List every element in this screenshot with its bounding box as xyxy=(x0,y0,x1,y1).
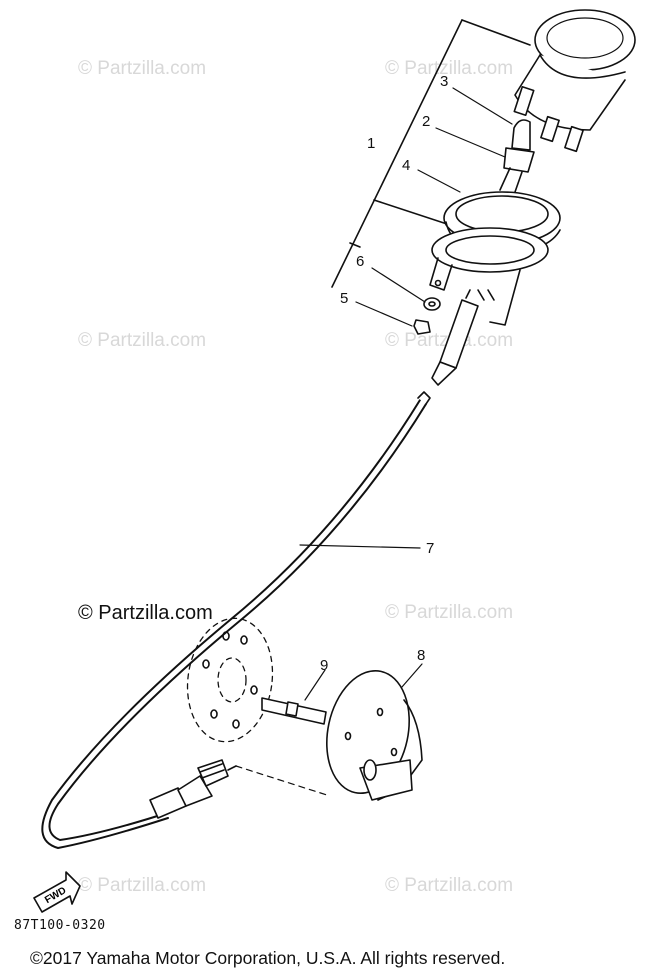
watermark: © Partzilla.com xyxy=(385,602,514,623)
watermark: © Partzilla.com xyxy=(385,58,514,79)
copyright-notice: ©2017 Yamaha Motor Corporation, U.S.A. A… xyxy=(30,948,506,968)
speedometer-gear-unit xyxy=(326,669,423,801)
speedometer-cable xyxy=(41,391,431,849)
watermark: © Partzilla.com xyxy=(78,602,213,624)
alignment-dashed-line xyxy=(235,765,331,797)
callout-3: 3 xyxy=(440,73,449,90)
callout-8: 8 xyxy=(417,647,426,664)
cable-upper-end xyxy=(431,289,479,386)
callout-5: 5 xyxy=(340,290,349,307)
meter-bracket xyxy=(429,227,549,326)
callout-6: 6 xyxy=(356,253,365,270)
washer xyxy=(423,297,441,311)
assembly-bracket xyxy=(331,19,531,288)
speedometer-meter xyxy=(513,9,636,153)
hub-bolt-holes xyxy=(202,631,258,729)
nut xyxy=(413,319,431,335)
fwd-arrow xyxy=(33,871,81,913)
callout-4: 4 xyxy=(402,157,411,174)
watermark: © Partzilla.com xyxy=(385,875,514,896)
watermark: © Partzilla.com xyxy=(78,58,207,79)
bulb-socket xyxy=(499,119,535,193)
callout-9: 9 xyxy=(320,657,329,674)
leader-lines xyxy=(299,87,513,701)
callout-2: 2 xyxy=(422,113,431,130)
reference-code: 87T100-0320 xyxy=(14,918,106,933)
cable-lower-end xyxy=(149,759,237,819)
drive-shaft xyxy=(261,697,327,725)
wheel-hub-phantom xyxy=(186,617,274,743)
watermark: © Partzilla.com xyxy=(78,330,207,351)
callout-1: 1 xyxy=(367,135,376,152)
watermark: © Partzilla.com xyxy=(78,875,207,896)
callout-7: 7 xyxy=(426,540,435,557)
